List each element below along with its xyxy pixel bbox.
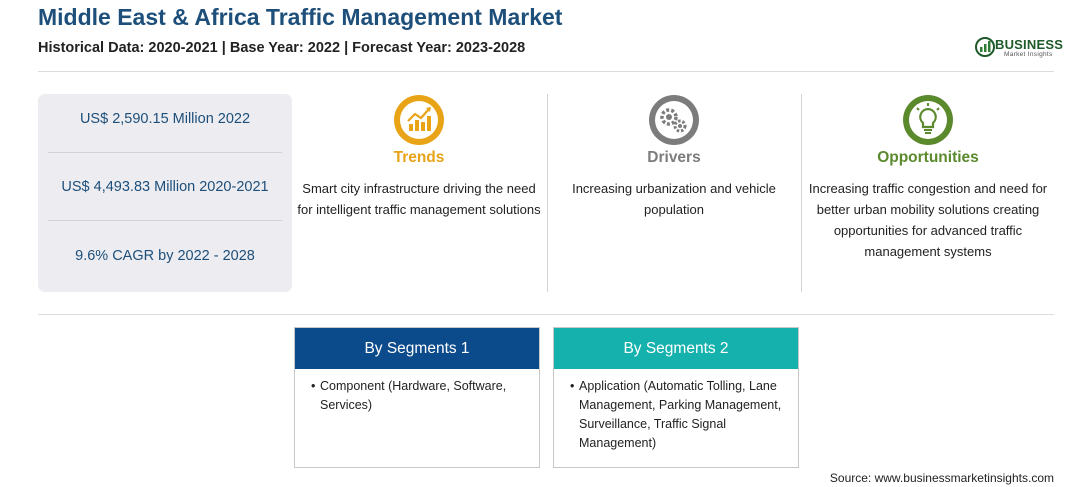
segment-2-list: Application (Automatic Tolling, Lane Man… bbox=[554, 369, 798, 453]
market-stats-panel: US$ 2,590.15 Million 2022 US$ 4,493.83 M… bbox=[38, 94, 292, 292]
trend-chart-icon bbox=[393, 94, 445, 146]
page-subtitle: Historical Data: 2020-2021 | Base Year: … bbox=[38, 40, 526, 56]
opportunities-text: Increasing traffic congestion and need f… bbox=[808, 181, 1048, 259]
gears-icon bbox=[648, 94, 700, 146]
segment-2-header: By Segments 2 bbox=[554, 328, 798, 369]
stat-market-value-2022: US$ 2,590.15 Million 2022 bbox=[79, 111, 251, 127]
logo-brand-text: BUSINESS bbox=[995, 37, 1064, 52]
segment-1-item: Component (Hardware, Software, Services) bbox=[311, 377, 527, 415]
stat-historical-value: US$ 4,493.83 Million 2020-2021 bbox=[61, 179, 269, 195]
opportunities-title: Opportunities bbox=[877, 149, 979, 166]
segment-1-header: By Segments 1 bbox=[295, 328, 539, 369]
column-divider bbox=[547, 94, 548, 292]
segment-2-item: Application (Automatic Tolling, Lane Man… bbox=[570, 377, 786, 453]
logo-tagline-text: Market Insights bbox=[1004, 51, 1053, 58]
page-title: Middle East & Africa Traffic Management … bbox=[38, 4, 563, 30]
stats-divider bbox=[48, 152, 282, 153]
section-divider bbox=[38, 314, 1054, 315]
source-note: Source: www.businessmarketinsights.com bbox=[829, 471, 1054, 485]
lightbulb-icon bbox=[902, 94, 954, 146]
trends-title: Trends bbox=[393, 149, 445, 166]
company-logo: BUSINESS Market Insights bbox=[974, 34, 1064, 64]
header-divider bbox=[38, 71, 1054, 72]
column-divider bbox=[801, 94, 802, 292]
segment-1-card: By Segments 1 Component (Hardware, Softw… bbox=[294, 327, 540, 468]
stats-divider bbox=[48, 220, 282, 221]
segment-1-list: Component (Hardware, Software, Services) bbox=[295, 369, 539, 415]
segment-2-card: By Segments 2 Application (Automatic Tol… bbox=[553, 327, 799, 468]
stat-cagr: 9.6% CAGR by 2022 - 2028 bbox=[75, 248, 255, 264]
drivers-title: Drivers bbox=[647, 149, 701, 166]
globe-logo-icon bbox=[975, 37, 995, 57]
trends-text: Smart city infrastructure driving the ne… bbox=[297, 181, 541, 217]
drivers-text: Increasing urbanization and vehicle popu… bbox=[572, 181, 776, 217]
